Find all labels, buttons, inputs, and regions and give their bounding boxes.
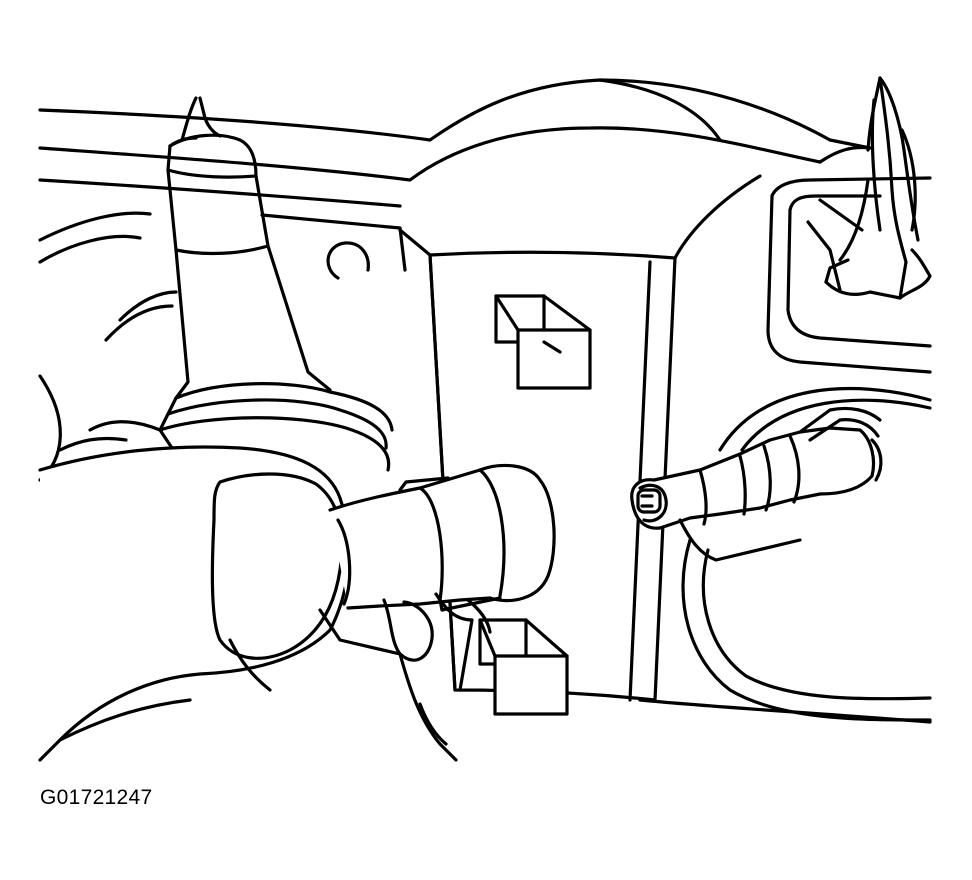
bracket-tab-upper [496,296,590,388]
wire-harness [826,78,930,298]
hand [40,447,350,760]
headlamp-bulb [168,98,330,398]
right-housing [768,178,930,372]
bulb-base [60,384,392,470]
bracket-tab-lower [480,620,567,714]
upper-frame [40,80,870,206]
lower-latch [320,594,490,760]
right-lamp-socket [640,389,930,722]
figure-code: G01721247 [40,786,153,809]
bulb-socket-ring [330,465,554,610]
socket-connector [632,408,881,560]
bracket-hole [328,243,368,278]
